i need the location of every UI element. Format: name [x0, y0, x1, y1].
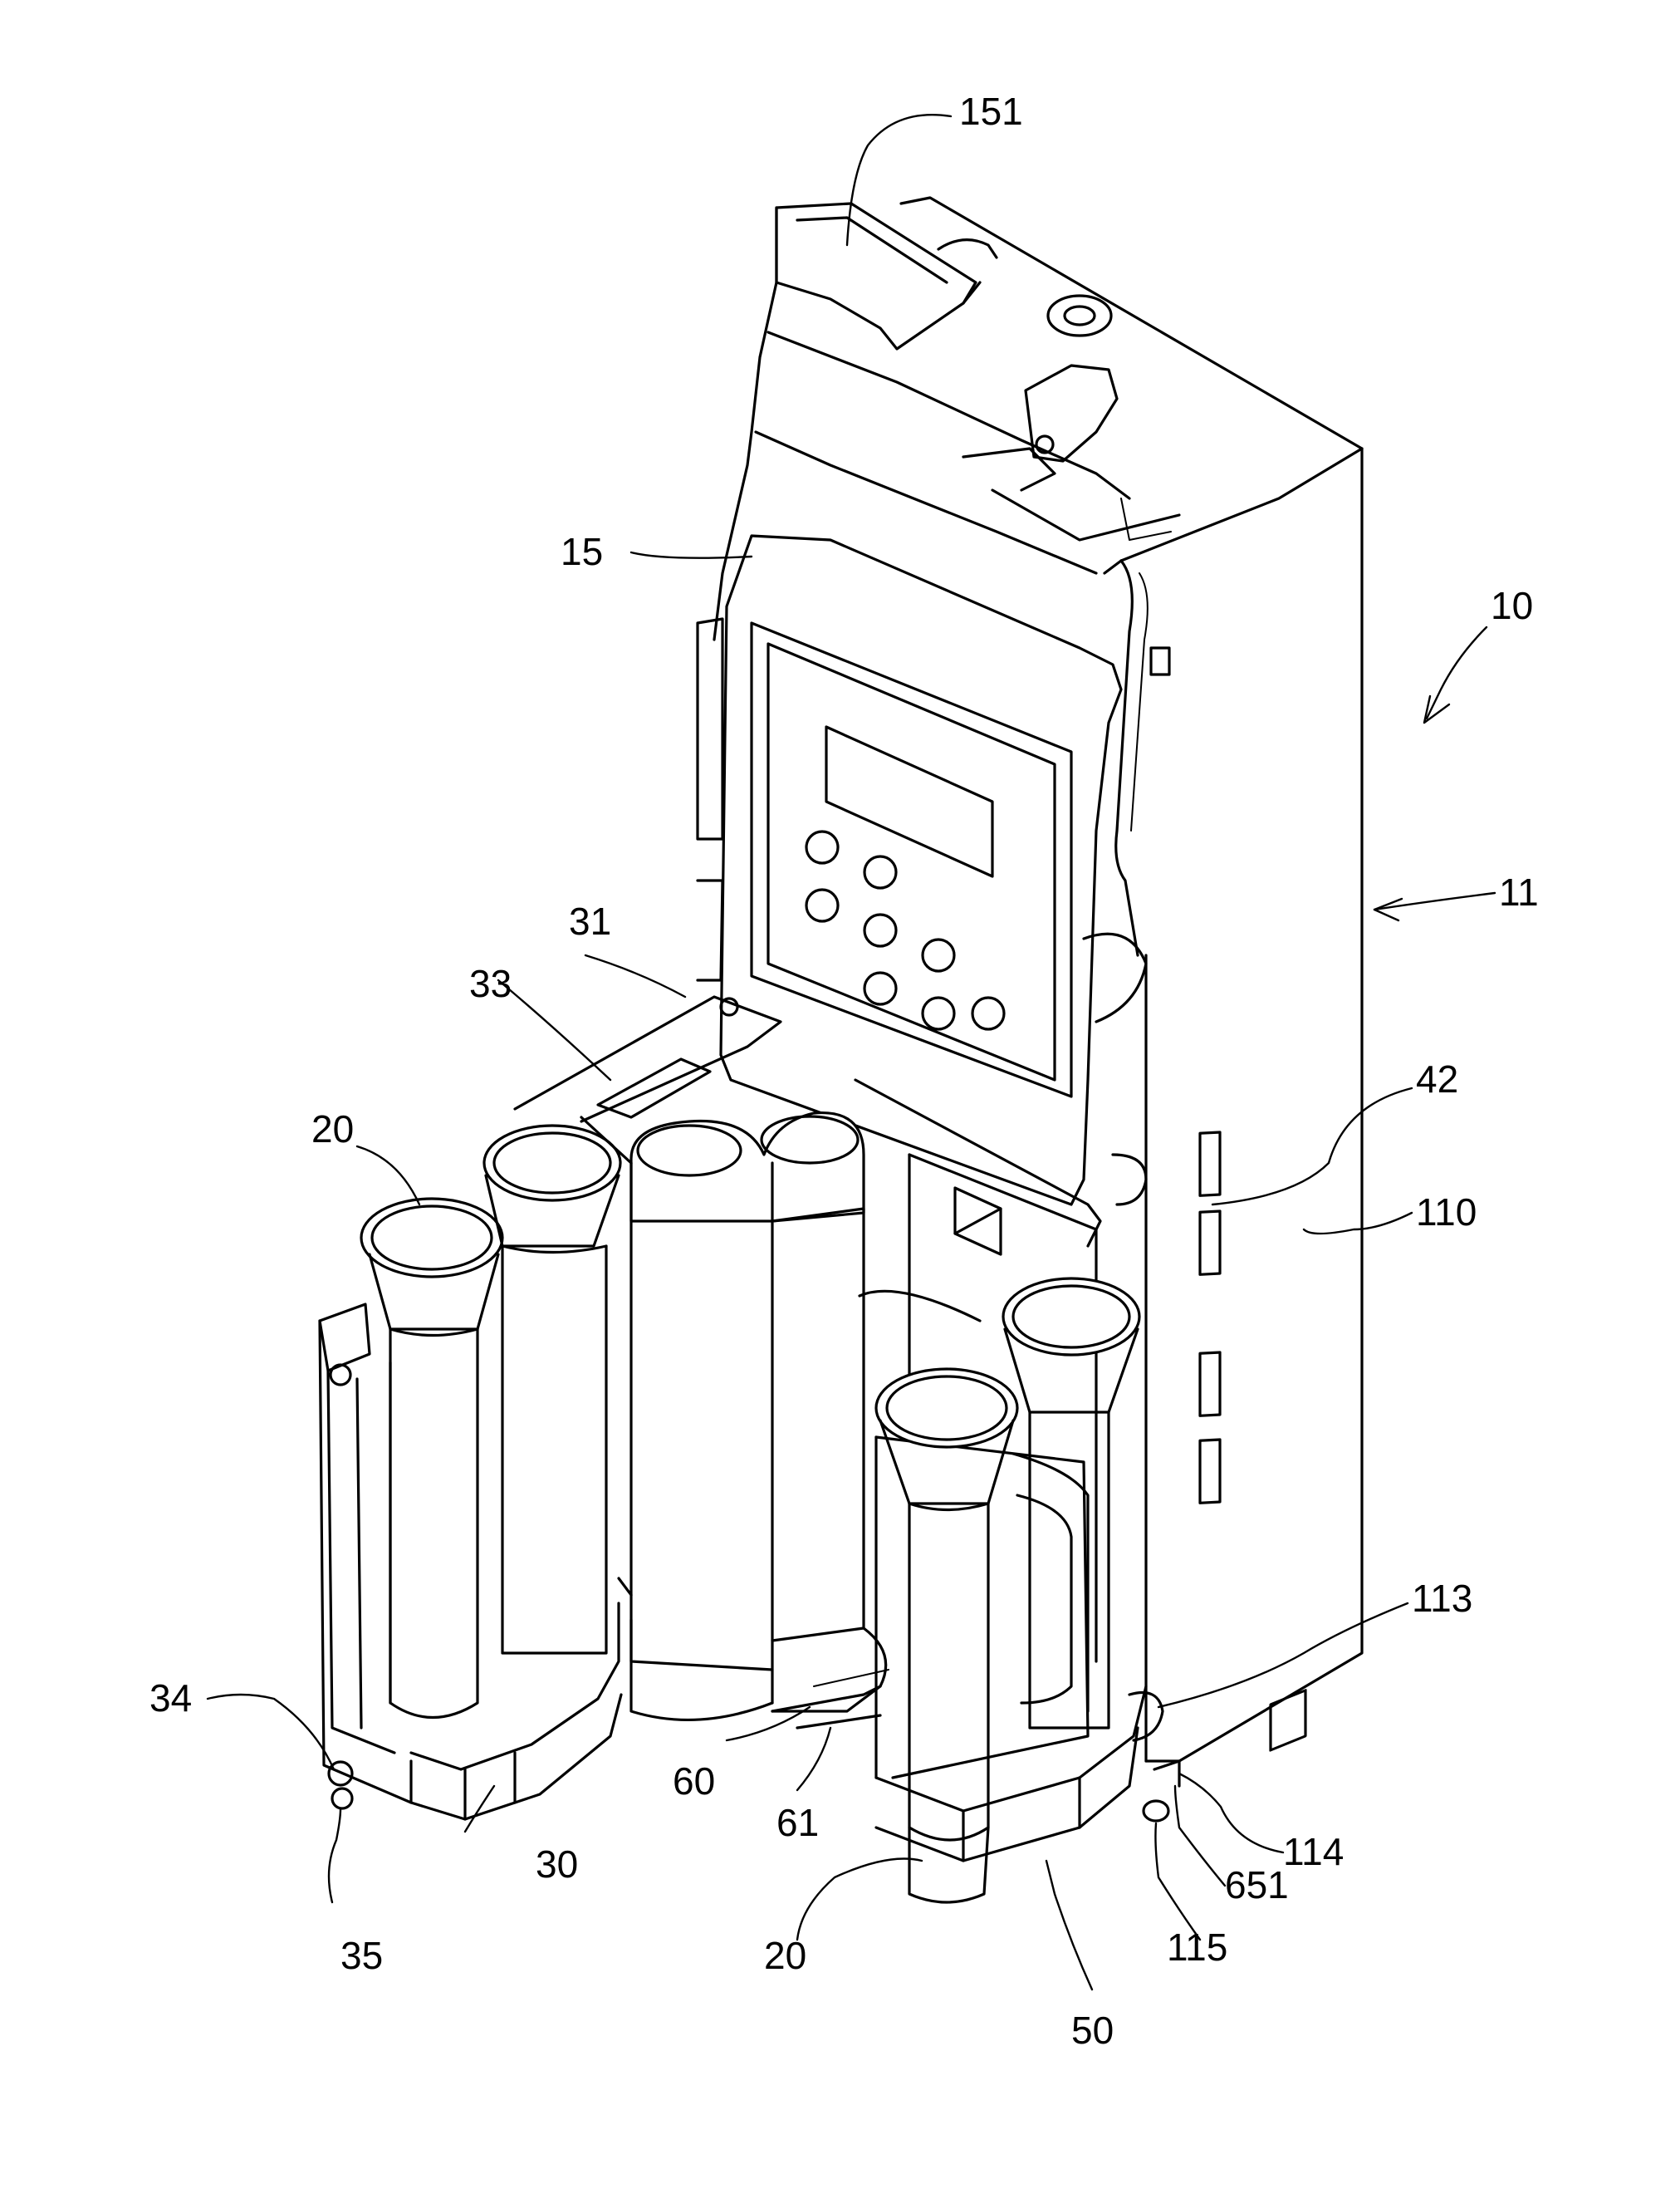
label-34: 34	[149, 1676, 192, 1720]
label-31: 31	[569, 900, 611, 943]
label-30: 30	[536, 1842, 578, 1886]
coin-inlet-151	[714, 204, 1179, 640]
left-tube-holder-30	[320, 1304, 621, 1819]
label-651: 651	[1225, 1863, 1289, 1906]
keypad-button	[806, 890, 838, 921]
keypad-button	[806, 832, 838, 863]
label-33: 33	[469, 962, 512, 1005]
keypad-button	[864, 915, 896, 946]
reference-labels: 151 15 10 11 31 33 20 42 110 113 34 60 6…	[149, 90, 1539, 2052]
coin-tube-2	[484, 1126, 620, 1653]
coin-tube-double	[619, 1113, 886, 1720]
label-151: 151	[959, 90, 1023, 133]
label-10: 10	[1491, 584, 1533, 627]
label-60: 60	[673, 1759, 715, 1803]
pin-35	[332, 1788, 352, 1808]
label-42: 42	[1416, 1057, 1458, 1101]
keypad-button	[864, 856, 896, 888]
label-113: 113	[1412, 1577, 1472, 1620]
display-window	[826, 727, 992, 876]
lock-knob	[1048, 296, 1111, 336]
label-15: 15	[561, 530, 603, 573]
slot-42	[1200, 1132, 1220, 1195]
keypad-button	[864, 973, 896, 1004]
right-tube-holder-50	[876, 1437, 1146, 1861]
label-61: 61	[776, 1801, 819, 1844]
screw-31	[721, 998, 737, 1015]
coin-tube-20-bottom	[876, 1369, 1017, 1902]
label-110: 110	[1416, 1190, 1477, 1234]
front-panel-15	[698, 536, 1146, 1205]
keypad-button	[923, 940, 954, 971]
label-50: 50	[1071, 2009, 1114, 2052]
keypad-button	[923, 998, 954, 1029]
coin-tube-20-left	[361, 1199, 502, 1718]
hinge-113-115	[1129, 1693, 1179, 1822]
hinge-pin-115	[1144, 1801, 1168, 1821]
label-20-bottom: 20	[764, 1934, 806, 1977]
label-35: 35	[340, 1934, 383, 1977]
label-11: 11	[1499, 871, 1539, 914]
inner-compartment	[855, 1080, 1100, 1661]
keypad-button	[972, 998, 1004, 1029]
label-20-left: 20	[311, 1107, 354, 1151]
label-114: 114	[1283, 1830, 1344, 1873]
main-housing	[901, 198, 1362, 1761]
label-115: 115	[1167, 1926, 1227, 1969]
